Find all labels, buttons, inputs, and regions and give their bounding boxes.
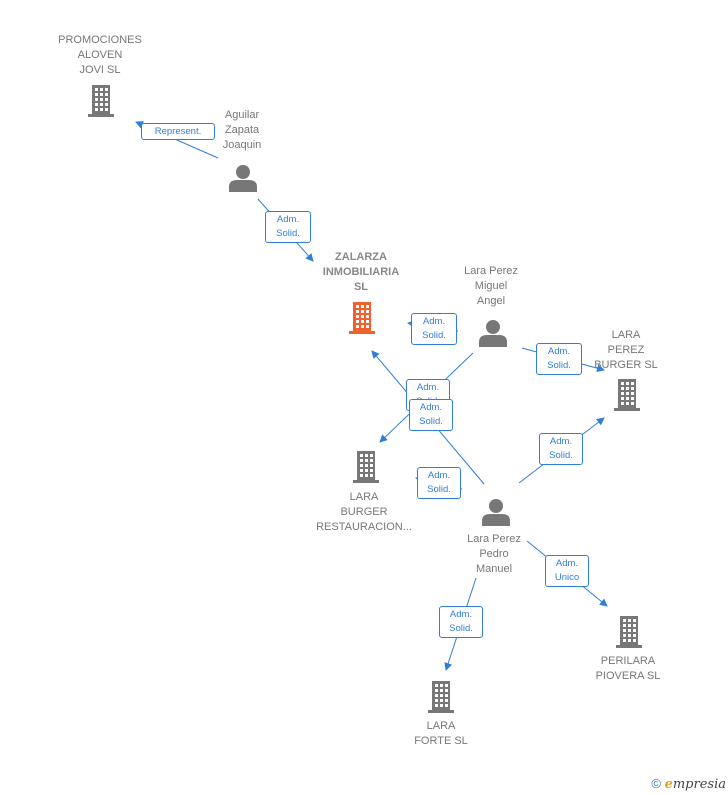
node-label-lara_forte[interactable]: LARA FORTE SL <box>414 720 468 747</box>
node-label-lara_perez_burger[interactable]: LARA PEREZ BURGER SL <box>594 329 658 371</box>
person-icon[interactable] <box>482 499 510 526</box>
building-icon[interactable] <box>349 302 375 334</box>
node-label-aguilar[interactable]: Aguilar Zapata Joaquin <box>222 109 262 151</box>
edge-label-lara_pedro-to-lara_perez_burger[interactable]: Adm. Solid. <box>539 433 583 465</box>
person-icon[interactable] <box>229 165 257 192</box>
node-label-lara_burger_rest[interactable]: LARA BURGER RESTAURACION... <box>316 491 412 533</box>
footer-brand: © empresia <box>651 776 726 792</box>
edge-label-aguilar-to-zalarza[interactable]: Adm. Solid. <box>265 211 311 243</box>
node-label-lara_pedro[interactable]: Lara Perez Pedro Manuel <box>467 533 521 575</box>
brand-logo: empresia <box>664 777 726 792</box>
edge-label-lara_miguel-to-lara_perez_burger[interactable]: Adm. Solid. <box>536 343 582 375</box>
building-icon[interactable] <box>614 379 640 411</box>
building-icon[interactable] <box>353 451 379 483</box>
edge-label-lara_pedro-to-lara_forte[interactable]: Adm. Solid. <box>439 606 483 638</box>
node-label-zalarza[interactable]: ZALARZA INMOBILIARIA SL <box>322 251 400 293</box>
edge-label-aguilar-to-promociones[interactable]: Represent. <box>141 123 215 140</box>
person-icon[interactable] <box>479 320 507 347</box>
edge-label-lara_miguel-to-zalarza[interactable]: Adm. Solid. <box>411 313 457 345</box>
copyright-symbol: © <box>651 776 661 791</box>
building-icon[interactable] <box>88 85 114 117</box>
node-label-lara_miguel[interactable]: Lara Perez Miguel Angel <box>464 265 518 307</box>
edge-label-lara_pedro-to-lara_burger_rest[interactable]: Adm. Solid. <box>417 467 461 499</box>
node-label-promociones[interactable]: PROMOCIONES ALOVEN JOVI SL <box>58 34 142 76</box>
node-label-perilara[interactable]: PERILARA PIOVERA SL <box>595 655 661 682</box>
edge-label-lara_pedro-to-zalarza[interactable]: Adm. Solid. <box>409 399 453 431</box>
edge-label-lara_pedro-to-perilara[interactable]: Adm. Unico <box>545 555 589 587</box>
building-icon[interactable] <box>428 681 454 713</box>
building-icon[interactable] <box>616 616 642 648</box>
